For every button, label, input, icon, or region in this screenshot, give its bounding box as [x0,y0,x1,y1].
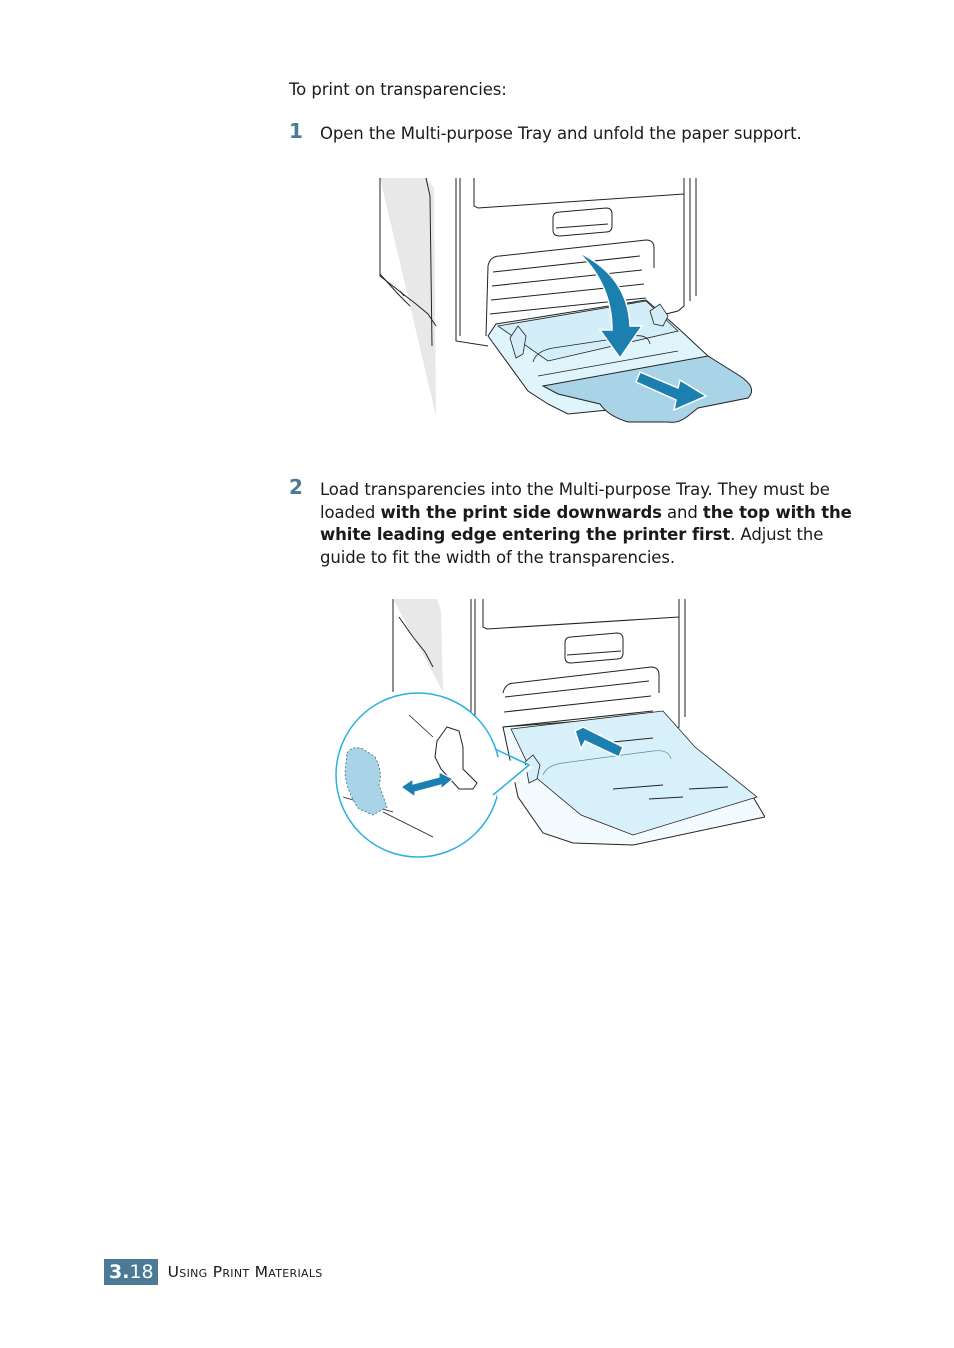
load-transparencies-illustration [335,599,765,858]
page-footer: 3.18 Using Print Materials [104,1259,323,1285]
section-title: Using Print Materials [167,1263,323,1281]
step-text: Open the Multi-purpose Tray and unfold t… [320,124,802,143]
step-text: Load transparencies into the Multi-purpo… [320,480,852,567]
page-number-badge: 3.18 [104,1259,158,1285]
printer-tray-open-illustration [379,177,753,423]
intro-text: To print on transparencies: [289,80,507,99]
step-number: 2 [289,475,303,499]
step-number: 1 [289,119,303,143]
